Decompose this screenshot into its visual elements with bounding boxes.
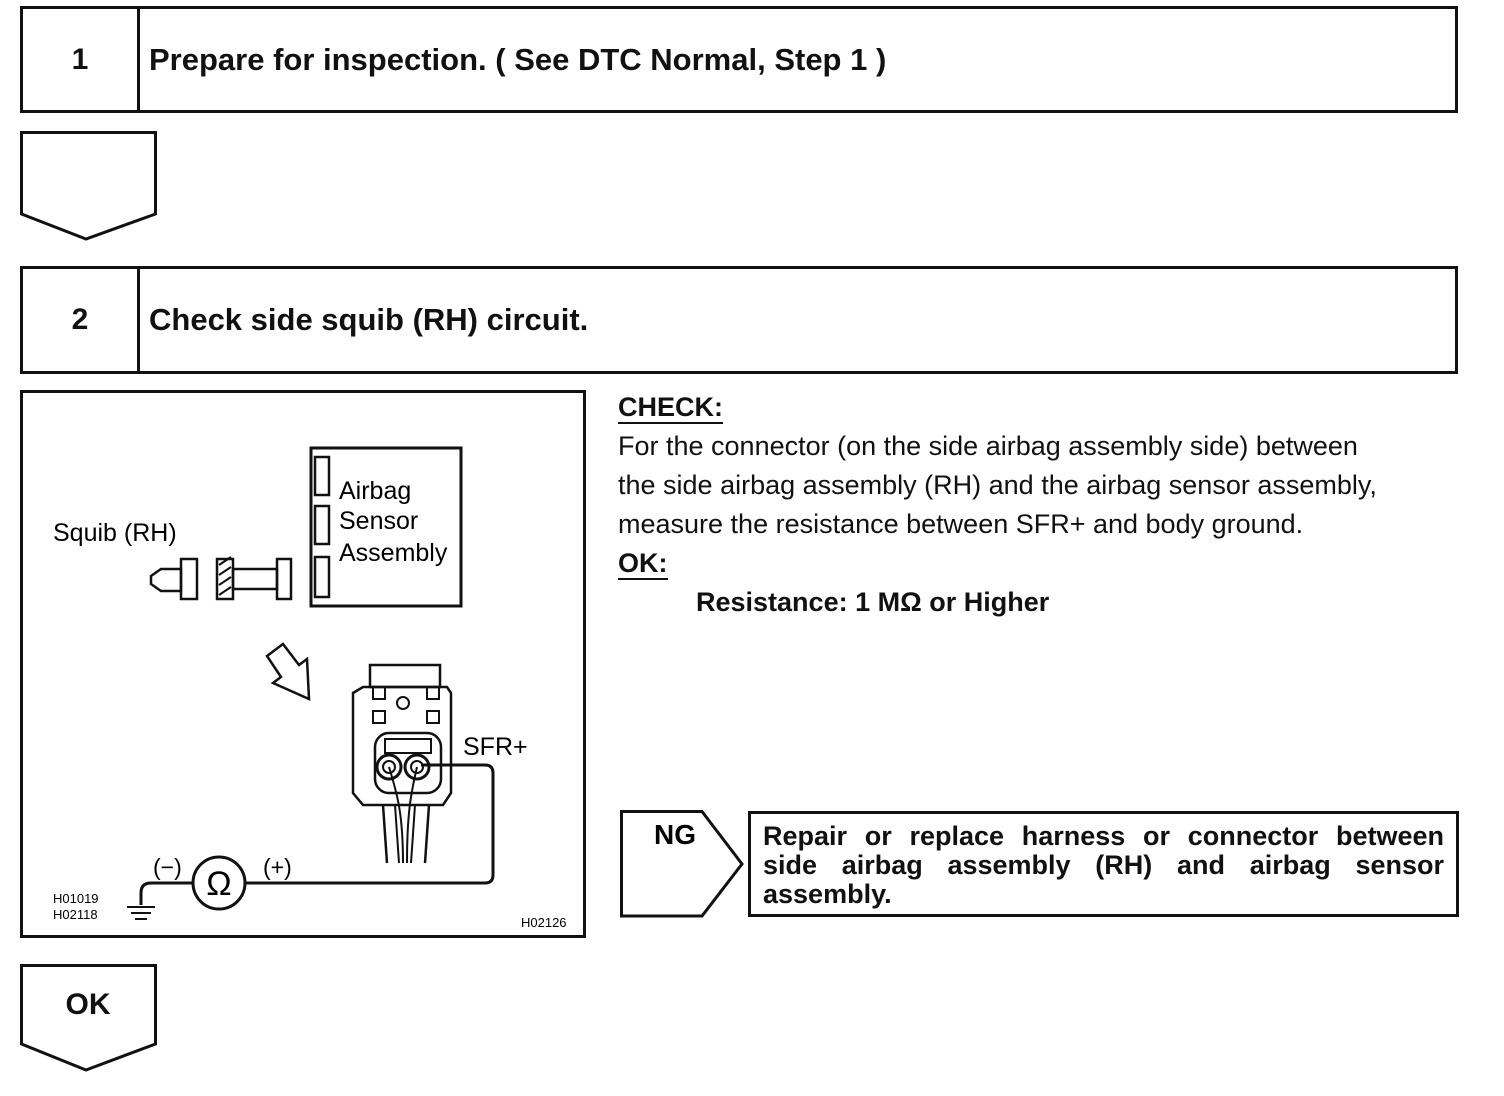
ok-header: OK: bbox=[618, 548, 668, 580]
sensor-label: Sensor bbox=[339, 507, 418, 535]
plus-label: (+) bbox=[263, 854, 292, 880]
hollow-arrow-icon bbox=[265, 642, 311, 701]
ng-label: NG bbox=[654, 819, 696, 850]
ok-arrow-icon bbox=[20, 964, 157, 1072]
step-2-title: Check side squib (RH) circuit. bbox=[149, 302, 589, 337]
sfr-plus-label: SFR+ bbox=[463, 733, 528, 761]
step-1-number: 1 bbox=[23, 9, 140, 110]
assembly-label: Assembly bbox=[339, 539, 448, 567]
step-1-box: 1 Prepare for inspection. ( See DTC Norm… bbox=[20, 6, 1458, 113]
wiring-diagram: Airbag Sensor Assembly Squib (RH) SFR+ bbox=[20, 390, 586, 938]
ground-icon bbox=[127, 906, 155, 920]
step-2-number: 2 bbox=[23, 269, 140, 371]
figure-code-3: H02126 bbox=[521, 915, 567, 930]
airbag-sensor-box bbox=[309, 446, 463, 608]
resistance-spec: Resistance: 1 MΩ or Higher bbox=[696, 587, 1050, 617]
check-line-3: measure the resistance between SFR+ and … bbox=[618, 509, 1304, 539]
ng-arrow: NG bbox=[620, 810, 746, 923]
ng-arrow-icon: NG bbox=[620, 810, 744, 918]
ohm-symbol: Ω bbox=[206, 865, 231, 903]
figure-code-2: H02118 bbox=[53, 907, 98, 922]
figure-code-1: H01019 bbox=[53, 891, 99, 906]
check-line-2: the side airbag assembly (RH) and the ai… bbox=[618, 470, 1377, 500]
squib-label: Squib (RH) bbox=[53, 519, 177, 547]
step-2-box: 2 Check side squib (RH) circuit. bbox=[20, 266, 1458, 374]
minus-label: (−) bbox=[153, 854, 182, 880]
flow-arrow-icon bbox=[20, 131, 157, 241]
check-line-1: For the connector (on the side airbag as… bbox=[618, 431, 1358, 461]
check-header: CHECK: bbox=[618, 392, 723, 424]
check-section: CHECK: For the connector (on the side ai… bbox=[618, 388, 1468, 622]
repair-action-box: Repair or replace harness or connector b… bbox=[748, 811, 1459, 917]
step-1-title: Prepare for inspection. ( See DTC Normal… bbox=[149, 41, 887, 77]
airbag-label: Airbag bbox=[339, 477, 411, 505]
ok-label: OK bbox=[65, 988, 111, 1021]
